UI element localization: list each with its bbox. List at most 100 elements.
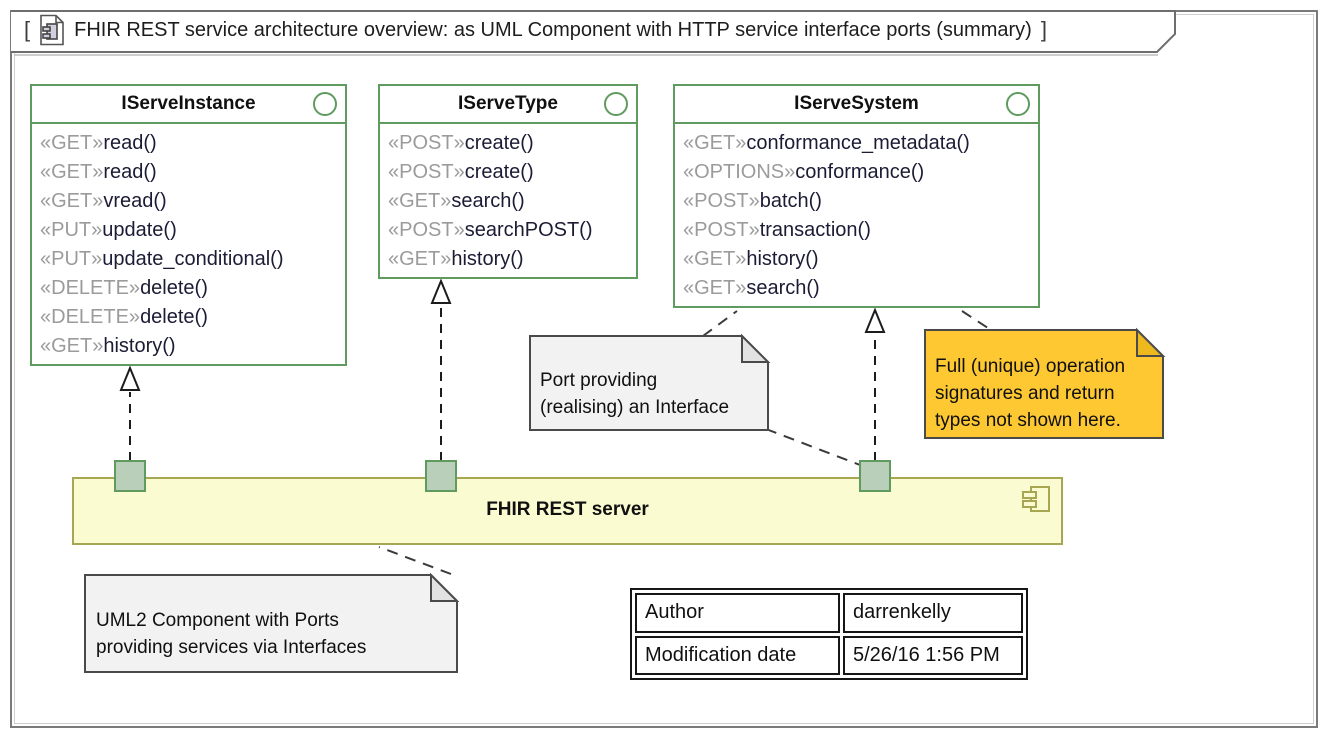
interface-lollipop-icon bbox=[604, 92, 628, 116]
operation-stereotype: «GET» bbox=[40, 161, 104, 183]
operation-row: «DELETE»delete() bbox=[40, 274, 337, 303]
operation-row: «GET»read() bbox=[40, 129, 337, 158]
operation-name: update() bbox=[102, 219, 177, 241]
interface-name: IServeType bbox=[458, 93, 558, 114]
moddate-value-cell: 5/26/16 1:56 PM bbox=[843, 635, 1023, 675]
interface-iservetype: IServeType «POST»create() «POST»create()… bbox=[378, 84, 638, 279]
signature-note-shape bbox=[924, 329, 1164, 439]
note-anchor-lines bbox=[378, 310, 992, 575]
operation-stereotype: «GET» bbox=[40, 335, 104, 357]
operation-name: read() bbox=[103, 132, 157, 154]
note-line: providing services via Interfaces bbox=[96, 637, 367, 658]
operation-stereotype: «POST» bbox=[388, 219, 465, 241]
realization-arrowhead-icon bbox=[864, 307, 886, 333]
operation-name: update_conditional() bbox=[102, 248, 284, 270]
interface-lollipop-icon bbox=[1006, 92, 1030, 116]
interface-lollipop-icon bbox=[313, 92, 337, 116]
operation-row: «PUT»update_conditional() bbox=[40, 245, 337, 274]
realization-arrowhead-icon bbox=[430, 278, 452, 304]
operation-stereotype: «OPTIONS» bbox=[683, 161, 796, 183]
operation-name: history() bbox=[746, 248, 819, 270]
operation-stereotype: «POST» bbox=[388, 132, 465, 154]
note-line: Port providing bbox=[540, 370, 658, 391]
operation-name: history() bbox=[451, 248, 524, 270]
operation-row: «GET»read() bbox=[40, 158, 337, 187]
port-note-fold-icon bbox=[741, 333, 771, 363]
signature-note-text: Full (unique) operation signatures and r… bbox=[935, 353, 1125, 434]
operation-row: «POST»searchPOST() bbox=[388, 216, 628, 245]
operation-stereotype: «DELETE» bbox=[40, 277, 141, 299]
operation-row: «GET»vread() bbox=[40, 187, 337, 216]
operation-name: read() bbox=[103, 161, 157, 183]
component-note-fold-icon bbox=[430, 572, 460, 602]
operation-name: history() bbox=[103, 335, 176, 357]
moddate-label-cell: Modification date bbox=[635, 635, 840, 675]
realization-connectors bbox=[119, 278, 886, 461]
title-open-bracket: [ bbox=[24, 17, 31, 42]
operation-stereotype: «DELETE» bbox=[40, 306, 141, 328]
operation-stereotype: «PUT» bbox=[40, 219, 103, 241]
note-line: signatures and return bbox=[935, 383, 1115, 404]
operation-stereotype: «POST» bbox=[683, 190, 760, 212]
operation-stereotype: «GET» bbox=[683, 277, 747, 299]
anchor-signaturenote-to-iservesystem bbox=[961, 310, 992, 331]
diagram-title: FHIR REST service architecture overview:… bbox=[74, 18, 1032, 41]
operation-row: «GET»history() bbox=[388, 245, 628, 274]
title-close-bracket: ] bbox=[1040, 17, 1047, 42]
author-label-cell: Author bbox=[635, 593, 840, 633]
interface-iservesystem: IServeSystem «GET»conformance_metadata()… bbox=[673, 84, 1040, 308]
operation-row: «POST»transaction() bbox=[683, 216, 1030, 245]
interface-header: IServeType bbox=[380, 86, 636, 124]
operation-row: «POST»create() bbox=[388, 129, 628, 158]
operation-stereotype: «POST» bbox=[683, 219, 760, 241]
operation-name: vread() bbox=[103, 190, 167, 212]
anchor-portnote-to-iservesystem bbox=[702, 310, 738, 337]
diagram-title-bar: [ FHIR REST service architecture overvie… bbox=[24, 14, 1047, 46]
operation-stereotype: «POST» bbox=[388, 161, 465, 183]
note-line: types not shown here. bbox=[935, 410, 1121, 431]
operation-row: «GET»history() bbox=[40, 332, 337, 361]
note-line: Full (unique) operation bbox=[935, 356, 1126, 377]
operation-stereotype: «PUT» bbox=[40, 248, 103, 270]
operation-name: conformance_metadata() bbox=[746, 132, 970, 154]
operation-stereotype: «GET» bbox=[40, 132, 104, 154]
component-note-shape bbox=[84, 574, 458, 673]
component-note-text: UML2 Component with Ports providing serv… bbox=[96, 607, 366, 661]
interface-operations: «GET»conformance_metadata() «OPTIONS»con… bbox=[675, 124, 1038, 308]
component-fhir-rest-server: FHIR REST server bbox=[72, 477, 1063, 545]
operation-row: «GET»search() bbox=[683, 274, 1030, 303]
port-iserveinstance bbox=[114, 460, 146, 492]
operation-row: «PUT»update() bbox=[40, 216, 337, 245]
port-note-text: Port providing (realising) an Interface bbox=[540, 367, 729, 421]
operation-stereotype: «GET» bbox=[388, 190, 452, 212]
interface-name: IServeSystem bbox=[794, 93, 919, 114]
operation-name: delete() bbox=[140, 306, 208, 328]
operation-name: create() bbox=[464, 132, 534, 154]
uml-component-icon bbox=[1022, 486, 1050, 512]
operation-name: search() bbox=[746, 277, 820, 299]
interface-operations: «POST»create() «POST»create() «GET»searc… bbox=[380, 124, 636, 279]
interface-name: IServeInstance bbox=[121, 93, 256, 114]
diagram-title-tab bbox=[11, 10, 1176, 53]
diagram-info-table: Author darrenkelly Modification date 5/2… bbox=[630, 588, 1028, 680]
operation-row: «GET»search() bbox=[388, 187, 628, 216]
signature-note-fold-icon bbox=[1136, 327, 1166, 357]
operation-stereotype: «GET» bbox=[40, 190, 104, 212]
author-value-cell: darrenkelly bbox=[843, 593, 1023, 633]
interface-iserveinstance: IServeInstance «GET»read() «GET»read() «… bbox=[30, 84, 347, 366]
operation-row: «GET»history() bbox=[683, 245, 1030, 274]
port-iservesystem bbox=[859, 460, 891, 492]
operation-stereotype: «GET» bbox=[683, 132, 747, 154]
operation-stereotype: «GET» bbox=[683, 248, 747, 270]
anchor-componentnote-to-component bbox=[378, 546, 452, 575]
port-iservetype bbox=[425, 460, 457, 492]
interface-header: IServeInstance bbox=[32, 86, 345, 124]
realization-arrowhead-icon bbox=[119, 365, 141, 391]
operation-name: searchPOST() bbox=[464, 219, 593, 241]
note-line: UML2 Component with Ports bbox=[96, 610, 339, 631]
interface-header: IServeSystem bbox=[675, 86, 1038, 124]
operation-row: «POST»batch() bbox=[683, 187, 1030, 216]
operation-name: conformance() bbox=[795, 161, 925, 183]
